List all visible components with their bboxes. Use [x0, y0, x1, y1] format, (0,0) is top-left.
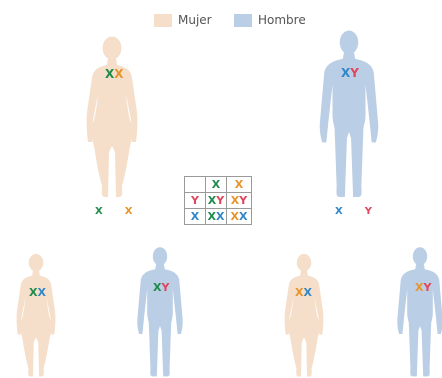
punnett-row-x: X XX XX — [185, 209, 252, 225]
punnett-cell-y2-second: Y — [239, 194, 247, 207]
father-allele-y: Y — [365, 206, 372, 217]
female-swatch — [154, 14, 172, 27]
mother-chromosomes: XX — [105, 67, 124, 81]
legend-item-male: Hombre — [234, 12, 306, 28]
male-swatch — [234, 14, 252, 27]
punnett-cell-y2: XY — [227, 193, 252, 209]
child-4-figure — [396, 246, 442, 378]
child-3-chromosome-1: X — [295, 286, 303, 299]
child-2-chromosome-y: Y — [161, 281, 169, 294]
child-1-figure — [13, 252, 59, 378]
punnett-cell-x2-first: X — [231, 210, 239, 223]
mother-allele-2: X — [125, 206, 133, 217]
punnett-cell-x2-second: X — [239, 210, 247, 223]
child-3-figure — [281, 252, 327, 378]
child-3-chromosomes: XX — [295, 286, 312, 299]
mother-chromosome-1: X — [105, 67, 114, 81]
child-1-chromosome-1: X — [29, 286, 37, 299]
punnett-cell-x1: XX — [206, 209, 227, 225]
legend-label-female: Mujer — [178, 13, 212, 27]
woman-silhouette-icon — [281, 252, 327, 378]
punnett-corner-cell — [185, 177, 206, 193]
mother-figure — [82, 34, 142, 199]
punnett-cell-x2: XX — [227, 209, 252, 225]
father-chromosomes: XY — [341, 66, 359, 80]
punnett-header-row: X X — [185, 177, 252, 193]
father-chromosome-y: Y — [350, 66, 359, 80]
father-chromosome-x: X — [341, 66, 350, 80]
father-figure — [316, 29, 382, 199]
child-1-chromosome-2: X — [37, 286, 45, 299]
man-silhouette-icon — [396, 246, 442, 378]
legend: Mujer Hombre — [0, 12, 442, 28]
punnett-row-header-x: X — [185, 209, 206, 225]
punnett-col-header-1: X — [206, 177, 227, 193]
man-silhouette-icon — [316, 29, 382, 199]
legend-label-male: Hombre — [258, 13, 306, 27]
punnett-col-header-2: X — [227, 177, 252, 193]
man-silhouette-icon — [136, 246, 184, 378]
child-4-chromosomes: XY — [415, 281, 431, 294]
punnett-cell-x1-second: X — [216, 210, 224, 223]
punnett-square: X X Y XY XY X XX XX — [184, 176, 252, 225]
child-1-chromosomes: XX — [29, 286, 46, 299]
punnett-cell-y1-second: Y — [216, 194, 224, 207]
child-3-chromosome-2: X — [303, 286, 311, 299]
punnett-cell-y1: XY — [206, 193, 227, 209]
punnett-row-y: Y XY XY — [185, 193, 252, 209]
punnett-cell-x1-first: X — [208, 210, 216, 223]
father-allele-x: X — [335, 206, 343, 217]
punnett-cell-y2-first: X — [231, 194, 239, 207]
woman-silhouette-icon — [82, 34, 142, 199]
child-2-figure — [136, 246, 184, 378]
legend-item-female: Mujer — [154, 12, 212, 28]
mother-chromosome-2: X — [114, 67, 123, 81]
child-4-chromosome-y: Y — [423, 281, 431, 294]
woman-silhouette-icon — [13, 252, 59, 378]
punnett-row-header-y: Y — [185, 193, 206, 209]
punnett-cell-y1-first: X — [208, 194, 216, 207]
child-2-chromosomes: XY — [153, 281, 169, 294]
mother-allele-1: X — [95, 206, 103, 217]
